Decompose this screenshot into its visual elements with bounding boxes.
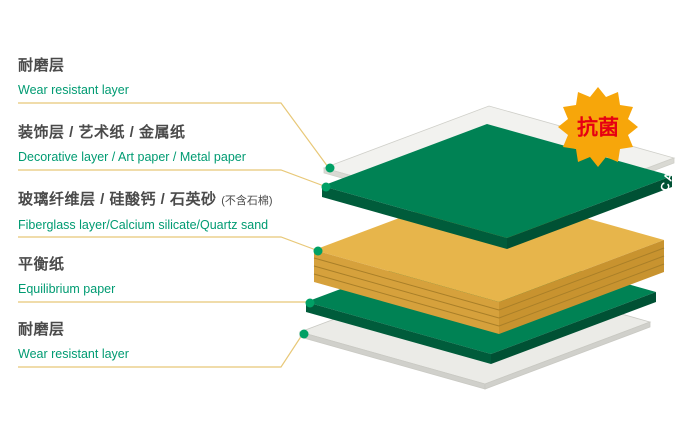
label-row-fiberglass: 玻璃纤维层 / 硅酸钙 / 石英砂 (不含石棉) Fiberglass laye… bbox=[18, 190, 308, 233]
label-row-equilibrium: 平衡纸 Equilibrium paper bbox=[18, 255, 308, 297]
dot-wear-bottom bbox=[299, 329, 309, 339]
leader-line-wear-bottom bbox=[18, 334, 303, 368]
layer-equilibrium-side-left bbox=[306, 302, 491, 364]
layer-decorative-side-right bbox=[507, 176, 672, 249]
leader-lines bbox=[18, 102, 329, 368]
dot-wear-top bbox=[325, 163, 335, 173]
leader-line-fiberglass bbox=[18, 236, 317, 251]
label-en-decorative: Decorative layer / Art paper / Metal pap… bbox=[18, 150, 246, 164]
layer-labels: 耐磨层 Wear resistant layer 装饰层 / 艺术纸 / 金属纸… bbox=[0, 0, 300, 438]
leader-line-wear-top bbox=[18, 102, 329, 168]
label-row-wear-bottom: 耐磨层 Wear resistant layer bbox=[18, 320, 308, 362]
label-zh-wear-bottom: 耐磨层 bbox=[18, 321, 65, 338]
dot-fiberglass bbox=[313, 246, 323, 256]
label-zh-equilibrium: 平衡纸 bbox=[18, 256, 65, 273]
label-en-wear-top: Wear resistant layer bbox=[18, 83, 129, 97]
leader-line-decorative bbox=[18, 169, 325, 187]
label-zh-fiberglass: 玻璃纤维层 / 硅酸钙 / 石英砂 (不含石棉) bbox=[18, 190, 308, 211]
label-en-fiberglass: Fiberglass layer/Calcium silicate/Quartz… bbox=[18, 218, 269, 232]
layer-equilibrium-side-right bbox=[491, 292, 656, 364]
layer-core-sheet-lines bbox=[313, 247, 665, 327]
dot-equilibrium bbox=[305, 298, 315, 308]
dot-decorative bbox=[321, 182, 331, 192]
leader-dots bbox=[299, 163, 335, 339]
label-zh-decorative: 装饰层 / 艺术纸 / 金属纸 bbox=[18, 124, 186, 141]
label-zh-fiberglass-main: 玻璃纤维层 / 硅酸钙 / 石英砂 bbox=[18, 191, 217, 208]
layer-decorative-side-left bbox=[322, 186, 507, 249]
label-zh-wear-top: 耐磨层 bbox=[18, 57, 65, 74]
label-en-wear-bottom: Wear resistant layer bbox=[18, 347, 129, 361]
antibacterial-badge: 抗菌 bbox=[558, 87, 638, 167]
layer-wear-bottom-side-right bbox=[484, 321, 651, 390]
label-en-equilibrium: Equilibrium paper bbox=[18, 282, 116, 296]
label-row-wear-top: 耐磨层 Wear resistant layer bbox=[18, 56, 308, 98]
badge-label: 抗菌 bbox=[577, 116, 619, 140]
label-zh-fiberglass-note: (不含石棉) bbox=[221, 195, 273, 207]
badge-starburst bbox=[558, 87, 638, 167]
label-row-decorative: 装饰层 / 艺术纸 / 金属纸 Decorative layer / Art p… bbox=[18, 123, 308, 165]
